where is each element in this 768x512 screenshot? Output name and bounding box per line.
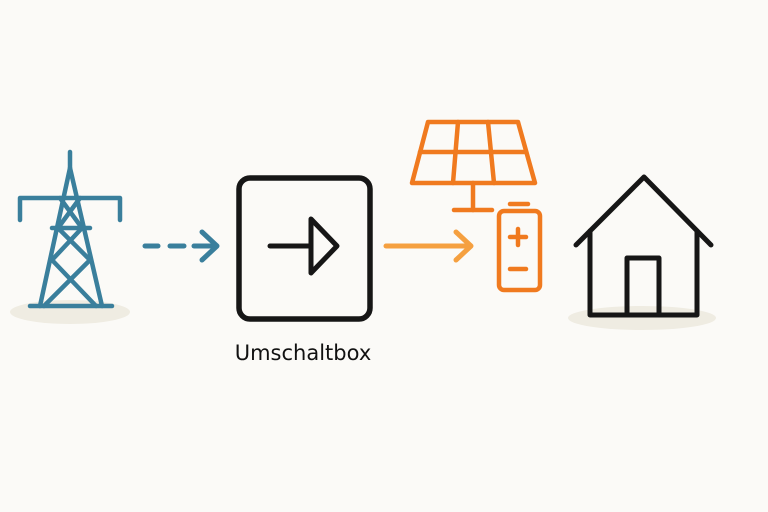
tower-shadow: [10, 300, 130, 324]
switch-box-icon: [236, 175, 373, 322]
dashed-arrow-icon: [142, 229, 220, 263]
solar-panel-icon: [409, 119, 538, 213]
battery-icon: [496, 201, 543, 293]
house-icon: [573, 174, 714, 318]
house-shadow: [568, 306, 716, 330]
switch-box-label: Umschaltbox: [234, 341, 372, 365]
power-tower-icon: [17, 149, 123, 309]
arrow-to-battery-icon: [383, 229, 474, 263]
